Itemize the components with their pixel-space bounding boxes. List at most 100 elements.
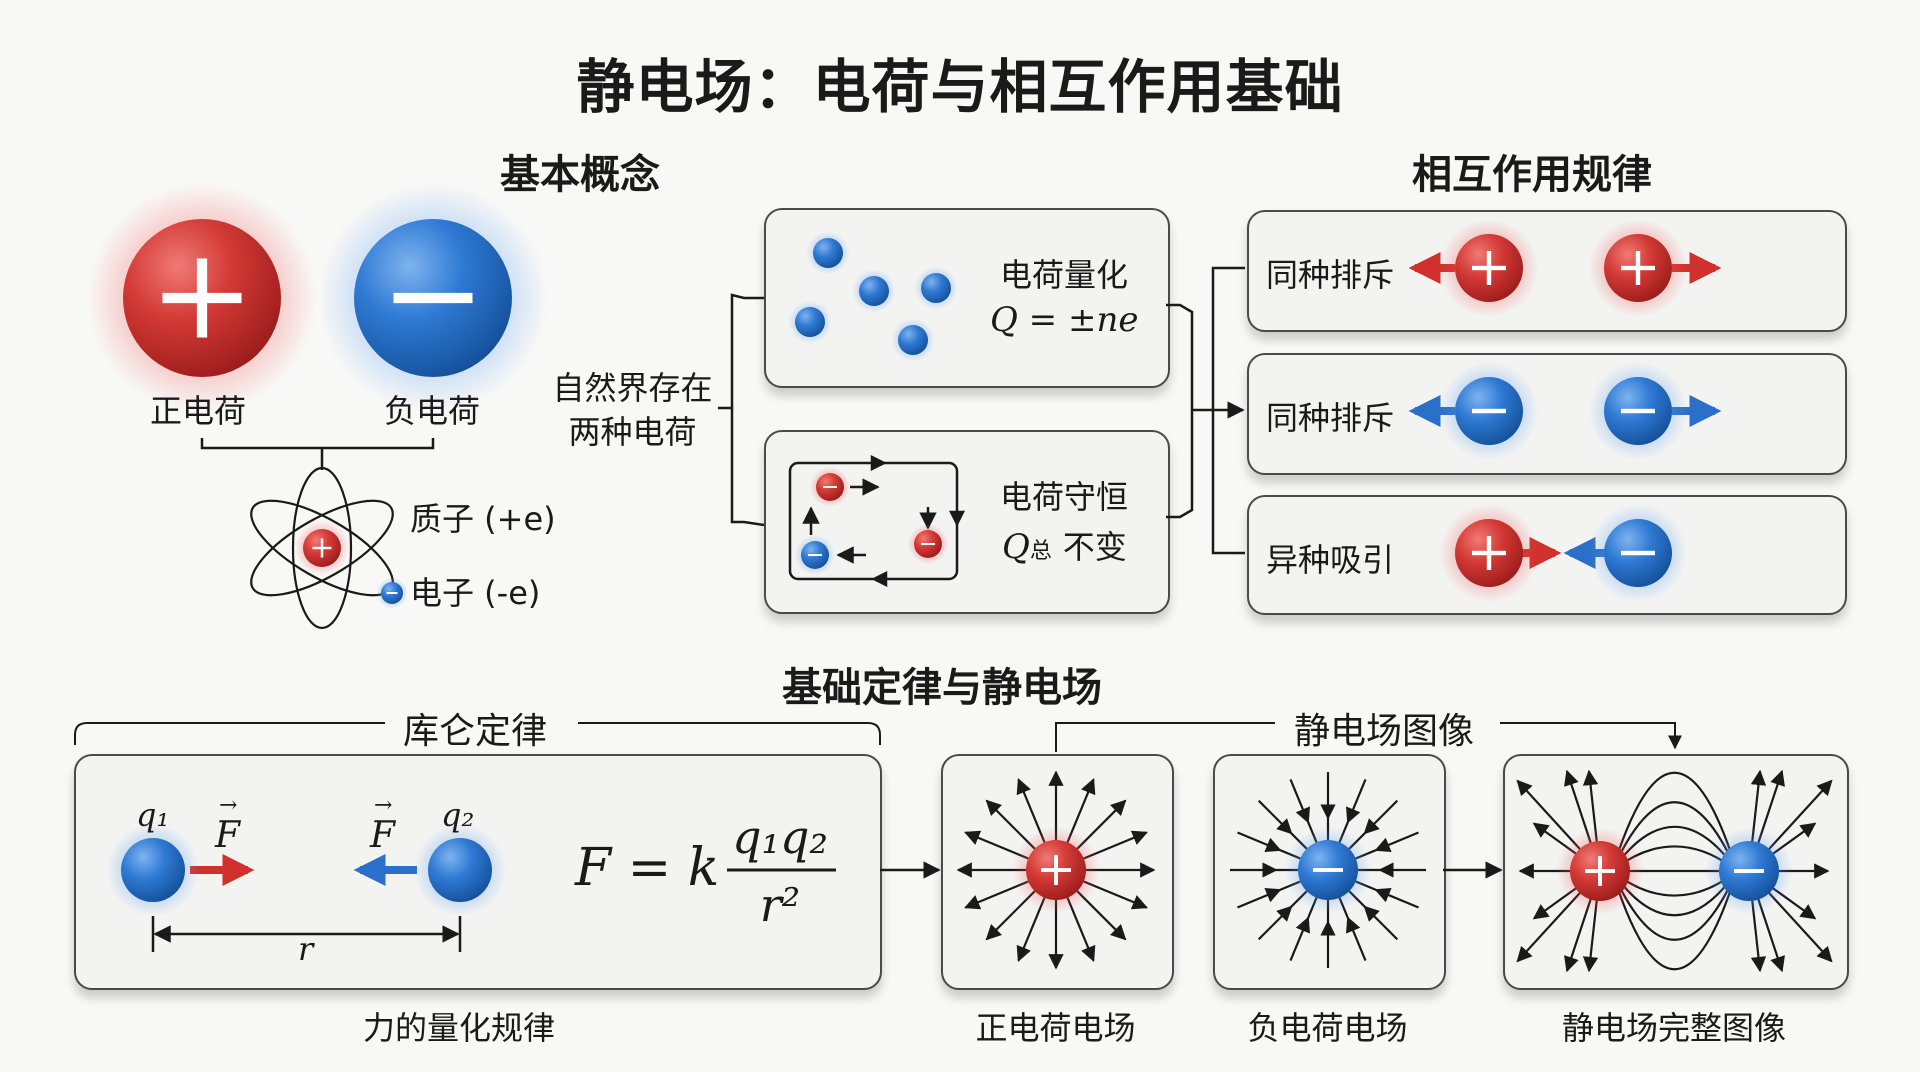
fields-bracket-left <box>1055 722 1275 752</box>
complete-field-caption: 静电场完整图像 <box>1561 1009 1786 1047</box>
quantized-charge-positive <box>852 269 896 313</box>
fields-bracket-right <box>1500 722 1682 750</box>
coulomb-bracket-left <box>74 722 385 745</box>
electron <box>376 577 408 609</box>
minus-icon <box>1313 868 1343 872</box>
plus-icon-vertical <box>196 258 208 338</box>
positive-field-charge <box>1012 826 1100 914</box>
minus-icon <box>1621 408 1655 414</box>
coulomb-bracket-label: 库仑定律 <box>393 702 558 754</box>
loop-arrow-top <box>870 454 887 472</box>
nature-bracket <box>730 293 765 527</box>
coulomb-caption: 力的量化规律 <box>363 1009 556 1047</box>
minus-icon <box>386 592 398 594</box>
interaction-3-right-charge <box>1588 503 1688 603</box>
coulomb-bracket-right <box>578 722 881 745</box>
big-negative-charge <box>318 183 548 413</box>
big-positive-charge <box>87 183 317 413</box>
conservation-q: Q <box>1002 527 1030 567</box>
q2-label: q₂ <box>441 796 475 834</box>
minus-icon <box>1621 550 1655 556</box>
q1-charge-sphere <box>121 838 185 902</box>
interaction-3-left-charge <box>1439 503 1539 603</box>
minus-icon <box>823 486 837 488</box>
atom-icon <box>250 466 394 630</box>
minus-icon <box>808 554 822 556</box>
minus-icon <box>921 543 935 545</box>
positive-field-caption: 正电荷电场 <box>975 1009 1136 1047</box>
quantized-charge-positive <box>806 231 850 275</box>
conservation-charge-red-2 <box>907 523 949 565</box>
conservation-box <box>764 430 1170 614</box>
branch-line <box>1211 266 1245 555</box>
negative-field-caption: 负电荷电场 <box>1247 1009 1408 1047</box>
coulomb-formula-lhs: F = k <box>575 838 720 898</box>
electron-label: 电子 (-e) <box>410 574 541 612</box>
conservation-charge-red-1 <box>809 466 851 508</box>
conservation-sub: 总 <box>1029 539 1052 564</box>
dipole-field-line <box>1616 888 1733 971</box>
minus-icon <box>393 292 473 304</box>
interaction-1-left-charge <box>1439 218 1539 318</box>
quantized-charge-negative-sphere <box>795 307 825 337</box>
charges-bracket <box>200 438 435 450</box>
basic-concepts-heading: 基本概念 <box>500 152 660 198</box>
interaction-1-right-charge <box>1588 218 1688 318</box>
interaction-2-right-charge <box>1588 361 1688 461</box>
nature-line-1: 自然界存在 <box>552 369 713 407</box>
proton-label: 质子 (+e) <box>410 500 556 538</box>
quantized-charge-negative <box>891 318 935 362</box>
repel-negative-box <box>1247 353 1847 475</box>
force-label-1: →F <box>215 793 240 856</box>
plus-icon-vertical <box>1486 251 1492 285</box>
minus-icon <box>1734 869 1764 873</box>
dipole-negative-charge <box>1705 827 1793 915</box>
plus-icon-vertical <box>1598 856 1602 886</box>
conservation-charge-blue <box>794 534 836 576</box>
quantized-charge-positive-sphere <box>859 276 889 306</box>
plus-icon-vertical <box>1054 855 1058 885</box>
quantized-charge-negative <box>788 300 832 344</box>
loop-arrow-bottom <box>871 570 888 588</box>
q1-charge <box>106 823 200 917</box>
loop-arrow-right <box>948 510 966 527</box>
interaction-2-left-charge <box>1439 361 1539 461</box>
negative-field-charge <box>1284 826 1372 914</box>
nature-line-2: 两种电荷 <box>568 413 697 451</box>
atom-orbit-2 <box>250 499 394 597</box>
quantized-charge-negative-sphere <box>898 325 928 355</box>
interaction-row-3-label: 异种吸引 <box>1266 541 1395 579</box>
conservation-formula: Q总 不变 <box>1002 522 1127 568</box>
nature-text: 自然界存在 两种电荷 <box>545 366 720 454</box>
plus-icon-vertical <box>1486 536 1492 570</box>
interaction-heading: 相互作用规律 <box>1412 152 1652 198</box>
q1-label: q₁ <box>136 796 170 834</box>
q2-charge <box>413 823 507 917</box>
negative-charge-label: 负电荷 <box>384 392 481 430</box>
quantized-charge-positive-sphere <box>813 238 843 268</box>
minus-icon <box>1472 408 1506 414</box>
quantization-formula: Q = ±ne <box>990 300 1139 340</box>
force-label-2: →F <box>370 793 395 856</box>
q2-charge-sphere <box>428 838 492 902</box>
coulomb-formula-num: q₁q₂ <box>732 810 828 864</box>
charges-layer <box>87 183 1793 917</box>
plus-icon-vertical <box>320 538 324 558</box>
coulomb-formula-den: r² <box>759 878 801 932</box>
positive-charge-label: 正电荷 <box>150 392 247 430</box>
page-title: 静电场：电荷与相互作用基础 <box>576 53 1344 121</box>
dipole-positive-charge <box>1556 827 1644 915</box>
interaction-row-2-label: 同种排斥 <box>1266 399 1395 437</box>
repel-positive-box <box>1247 210 1847 332</box>
distance-label: r <box>298 930 314 968</box>
interaction-row-1-label: 同种排斥 <box>1266 256 1395 294</box>
proton <box>294 520 350 576</box>
fields-bracket-label: 静电场图像 <box>1284 702 1485 754</box>
dipole-field-line <box>1617 801 1732 859</box>
quantized-charge-negative <box>914 266 958 310</box>
dipole-field-line <box>1617 883 1732 941</box>
quantization-title: 电荷量化 <box>1000 256 1129 294</box>
conservation-rest: 不变 <box>1062 528 1127 566</box>
atom-orbit-1 <box>291 466 353 630</box>
